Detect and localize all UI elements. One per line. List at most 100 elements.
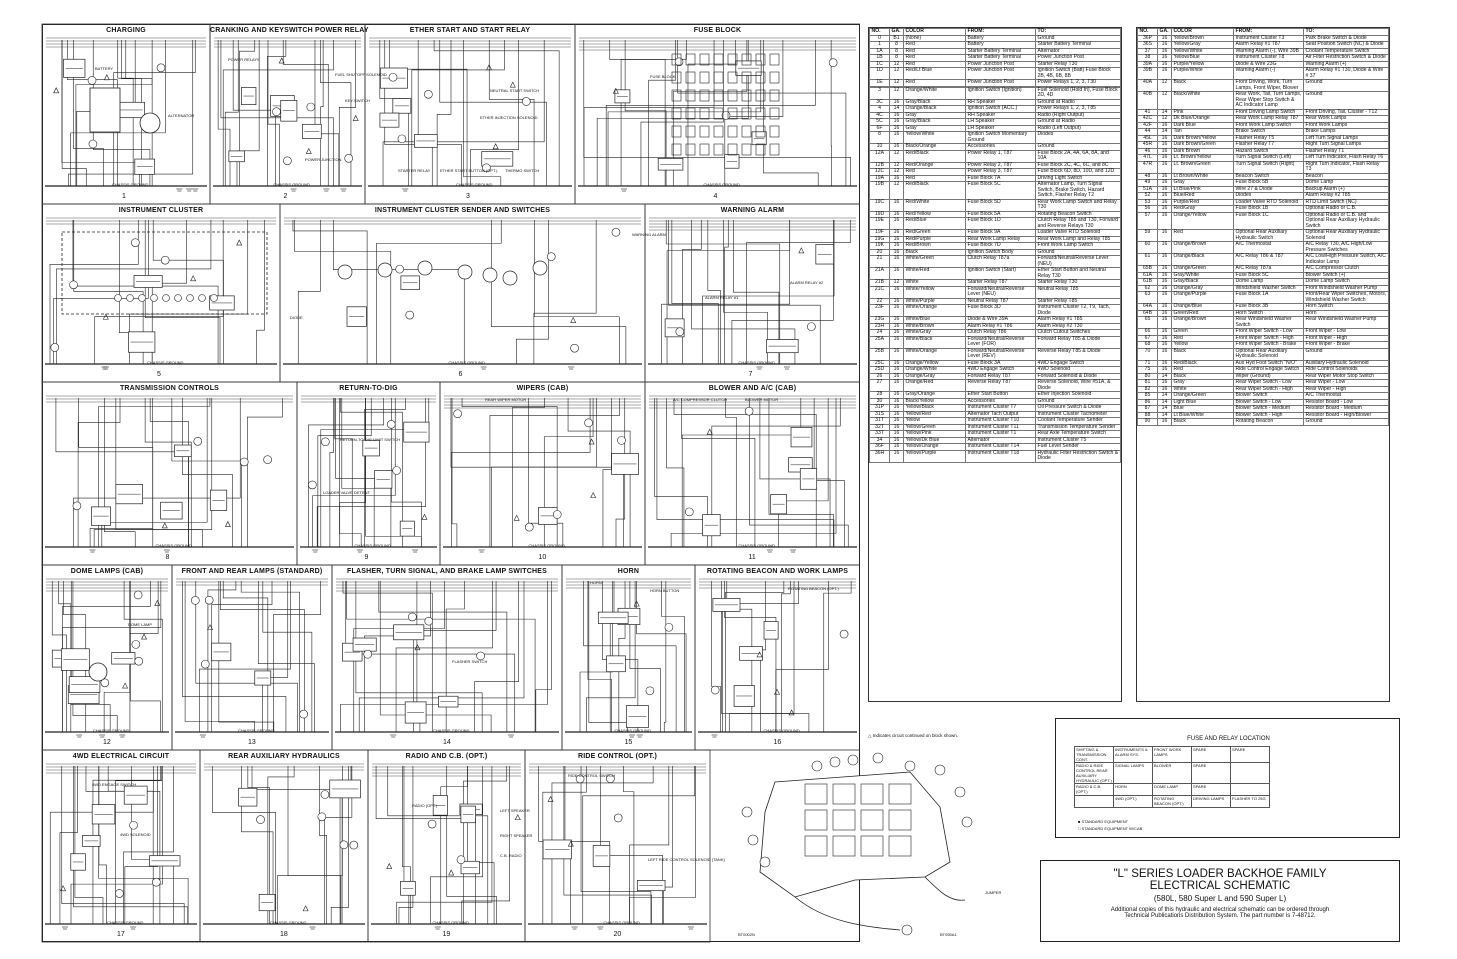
continuation-triangle xyxy=(386,862,393,869)
callout-balloon xyxy=(204,595,214,605)
wire xyxy=(671,220,719,364)
wire xyxy=(75,40,153,186)
wire xyxy=(51,581,67,732)
panel-number: 19 xyxy=(442,931,451,938)
wire xyxy=(320,398,430,547)
callout-balloon xyxy=(87,76,97,85)
chassis-ground-label: CHASSIS GROUND xyxy=(703,182,740,187)
wiring-diagram xyxy=(41,23,860,943)
wire xyxy=(123,766,174,924)
fuse-cell xyxy=(769,143,780,156)
indicator-lamp xyxy=(210,294,218,302)
ether-start-button-label: ETHER START BUTTON (OPT.) xyxy=(440,168,498,173)
wire-table-cell: 3 xyxy=(869,86,890,100)
callout-balloon xyxy=(456,855,466,865)
wire-table-cell: White/Orange xyxy=(903,347,966,361)
wire-table-cell: Front/Rear Wiper Switches, Motors, Winds… xyxy=(1303,291,1389,304)
continuation-triangle xyxy=(570,316,577,323)
wire xyxy=(654,398,708,547)
chassis-ground-label: CHASSIS GROUND xyxy=(763,728,800,733)
wire xyxy=(98,398,211,547)
wire-table-cell: Red/Black xyxy=(903,149,966,163)
wire-table-cell: White/Orange xyxy=(903,304,966,317)
continuation-triangle xyxy=(588,438,595,445)
relay-socket xyxy=(888,783,912,805)
relay-socket xyxy=(832,809,856,831)
fuse-cell xyxy=(755,107,766,120)
continuation-triangle xyxy=(486,64,493,71)
callout-balloon xyxy=(684,507,694,517)
wire-table-cell: Fuse Block 1C xyxy=(1233,211,1304,230)
panel-title: RETURN-TO-DIG xyxy=(339,385,398,392)
continuation-triangle xyxy=(207,624,214,631)
wire xyxy=(583,40,715,186)
wire xyxy=(677,40,847,186)
wire xyxy=(440,766,468,924)
continuation-triangle xyxy=(567,840,574,847)
wire xyxy=(376,220,502,364)
wire xyxy=(317,398,372,547)
horn-label: HORN xyxy=(590,580,602,585)
wire-table-cell: Optional Rear Auxiliary Hydraulic Soleno… xyxy=(1303,229,1389,242)
wire-table-cell: Ignition Switch Momentary Ground xyxy=(965,131,1036,144)
legend-note-text: Indicates circuit continued on block sho… xyxy=(872,733,959,738)
title-line2: ELECTRICAL SCHEMATIC xyxy=(1149,880,1291,892)
wire xyxy=(470,40,519,186)
wire-table-cell: White/Green xyxy=(903,255,966,268)
std-equipment-cab-note: □ STANDARD EQUIPMENT W/CAB xyxy=(1078,826,1143,831)
continuation-triangle xyxy=(190,275,197,282)
fuse-relay-cell: RADIO & RIDE CONTROL REAR AUXILIARY HYDR… xyxy=(1074,762,1114,784)
callout-balloon xyxy=(744,406,754,416)
fuse-relay-cell: SPARE xyxy=(1191,762,1231,784)
panel-number: 13 xyxy=(248,739,256,746)
indicator-lamp xyxy=(150,294,158,302)
loader-valve-label: LOADER VALVE DETENT xyxy=(323,490,370,495)
wire xyxy=(73,766,189,924)
fuse-cell xyxy=(685,143,696,156)
callout-balloon xyxy=(308,480,317,490)
wire xyxy=(582,766,696,924)
fuse-relay-cell xyxy=(1074,795,1114,808)
wire xyxy=(663,581,667,732)
blower-motor-label: BLOWER MOTOR xyxy=(745,397,779,402)
fuse-cell xyxy=(769,107,780,120)
wire xyxy=(257,581,315,732)
wire xyxy=(267,40,287,186)
wire xyxy=(670,398,837,547)
wire-table-cell: Ground at Radio xyxy=(1035,98,1121,106)
wire xyxy=(461,766,511,924)
fuse-relay-cell: FLASHER TO 25G xyxy=(1230,795,1270,808)
wire xyxy=(624,40,667,186)
panel-title: ROTATING BEACON AND WORK LAMPS xyxy=(706,568,849,575)
callout-balloon xyxy=(299,709,308,719)
fuse-relay-cell: SIGNAL LAMPS xyxy=(1113,762,1153,784)
wire-table-cell: Orange/Red xyxy=(903,379,966,392)
sender-gauge xyxy=(377,262,393,278)
fuse-relay-cell: DOME LAMP xyxy=(1152,783,1192,796)
wire-table-cell: Orange/Brown xyxy=(1171,316,1234,329)
fuel-shutoff-label: FUEL SHUTOFF SOLENOID xyxy=(335,72,387,77)
wire xyxy=(73,220,144,364)
fuse-cell xyxy=(671,107,682,120)
callout-balloon xyxy=(961,816,973,828)
continuation-triangle xyxy=(633,600,640,607)
relay-socket xyxy=(804,835,828,857)
wire xyxy=(516,220,549,364)
wire-table-cell: Fuse Block 1A xyxy=(1233,291,1304,304)
wire-table-cell: Front Driving, Work, Turn Lamps, Front W… xyxy=(1233,79,1304,92)
fuse-cell xyxy=(727,71,738,84)
wire xyxy=(535,581,552,732)
wire-table-cell: 8 xyxy=(869,131,890,144)
callout-balloon xyxy=(193,437,203,446)
continuation-triangle xyxy=(154,599,161,606)
fuse-relay-cell: 4WD (OPT.) xyxy=(1113,795,1153,808)
panel-number: 16 xyxy=(773,739,782,746)
sender-gauge xyxy=(417,260,433,276)
panel-title: RADIO AND C.B. (OPT.) xyxy=(405,753,488,760)
